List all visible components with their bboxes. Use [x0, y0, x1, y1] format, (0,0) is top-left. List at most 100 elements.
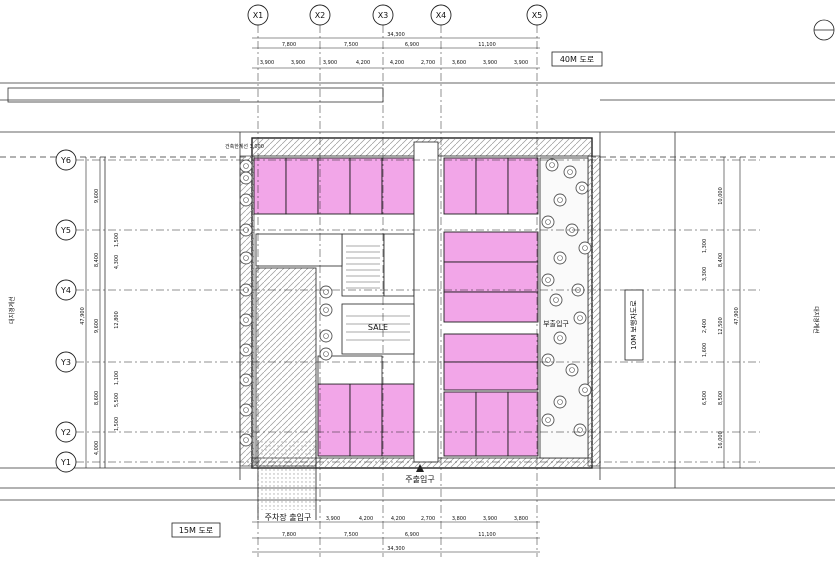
- tree-icon: [575, 181, 589, 195]
- grid-label-x: X3: [378, 11, 389, 20]
- retail-unit: [285, 157, 319, 215]
- retail-unit: [475, 391, 509, 457]
- tree-icon: [239, 343, 253, 357]
- tree-icon: [319, 303, 333, 317]
- dim-bottom-main: 7,500: [344, 532, 358, 538]
- grid-label-x: X2: [315, 11, 326, 20]
- dim-right-main: 8,500: [718, 391, 724, 405]
- tree-icon: [319, 285, 333, 299]
- dim-top-sub: 3,900: [260, 60, 274, 66]
- dim-left-main: 4,000: [94, 441, 100, 455]
- dim-right-sub: 6,500: [702, 391, 708, 405]
- dim-bottom-main: 7,800: [282, 532, 296, 538]
- dim-left-main: 9,600: [94, 319, 100, 333]
- dim-top-main: 7,500: [344, 42, 358, 48]
- dim-right-sub: 2,400: [702, 319, 708, 333]
- dim-top-sub: 3,900: [514, 60, 528, 66]
- dim-left-sub: 1,500: [114, 233, 120, 247]
- dim-right-total: 47,900: [734, 307, 740, 325]
- grid-label-y: Y3: [60, 358, 71, 367]
- main-entrance-label: 주출입구: [405, 474, 434, 484]
- grid-label-y: Y6: [60, 156, 71, 165]
- dim-right-sub: 1,300: [702, 239, 708, 253]
- dim-top-sub: 4,200: [356, 60, 370, 66]
- tree-icon: [239, 373, 253, 387]
- center-label: SALE: [368, 323, 388, 332]
- retail-unit: [443, 391, 477, 457]
- tree-icon: [239, 313, 253, 327]
- dim-top-main: 6,900: [405, 42, 419, 48]
- dim-right-sub: 3,300: [702, 267, 708, 281]
- tree-icon: [565, 363, 579, 377]
- parking-ramp: [255, 267, 317, 467]
- north-arrow-icon: [813, 19, 835, 41]
- road-bottom-box: [171, 522, 221, 538]
- tree-icon: [239, 403, 253, 417]
- dim-top-main: 7,800: [282, 42, 296, 48]
- retail-unit: [443, 261, 539, 293]
- retail-units: [253, 157, 539, 457]
- road-bottom-label: 15M 도로: [179, 526, 213, 535]
- boundary-left-label: 대지경계선: [8, 296, 16, 324]
- tree-icon: [541, 273, 555, 287]
- tree-icon: [319, 329, 333, 343]
- tree-icon: [553, 331, 567, 345]
- dim-left-sub: 1,500: [114, 417, 120, 431]
- tree-icon: [578, 241, 592, 255]
- parking-entrance-label: 주차장 출입구: [265, 512, 312, 522]
- dim-right-main: 16,000: [718, 431, 724, 449]
- grid-label-x: X4: [436, 11, 447, 20]
- retail-unit: [317, 383, 351, 457]
- grid-label-y: Y4: [60, 286, 71, 295]
- dim-top-sub: 3,600: [452, 60, 466, 66]
- retail-unit: [349, 157, 383, 215]
- dim-bottom-total: 34,300: [387, 546, 405, 552]
- entrance-arrow-icon: [416, 464, 424, 472]
- core-area: [255, 141, 439, 463]
- retail-unit: [507, 391, 539, 457]
- retail-unit: [317, 157, 351, 215]
- dim-left-sub: 5,500: [114, 393, 120, 407]
- retail-unit: [381, 157, 415, 215]
- retail-unit: [253, 157, 287, 215]
- dim-bottom-main: 6,900: [405, 532, 419, 538]
- tree-icon: [239, 251, 253, 265]
- boundary-right-label: 대지경계선: [812, 306, 820, 334]
- dim-bottom-sub: 3,900: [483, 516, 497, 522]
- dim-bottom-sub: 2,700: [421, 516, 435, 522]
- landscape-strip: [539, 157, 589, 459]
- retail-unit: [507, 157, 539, 215]
- dim-right-sub: 1,600: [702, 343, 708, 357]
- stair-lines: [346, 245, 410, 341]
- grid-label-x: X1: [253, 11, 264, 20]
- retail-unit: [381, 383, 415, 457]
- corner-note: 건축한계선 3,000: [225, 143, 264, 150]
- dim-top-total: 34,300: [387, 32, 405, 38]
- dim-left-sub: 4,300: [114, 255, 120, 269]
- tree-icon: [563, 165, 577, 179]
- tree-icon: [239, 193, 253, 207]
- tree-icon: [573, 423, 587, 437]
- retail-unit: [443, 157, 477, 215]
- retail-unit: [349, 383, 383, 457]
- tree-icon: [239, 159, 253, 173]
- grid-label-y: Y5: [60, 226, 71, 235]
- dim-left-main: 8,400: [94, 253, 100, 267]
- road-right-label: 10M 보행자도로: [629, 300, 638, 350]
- retail-unit: [443, 361, 539, 391]
- grid-label-y: Y2: [60, 428, 71, 437]
- dim-right-main: 8,400: [718, 253, 724, 267]
- dim-top-sub: 4,200: [390, 60, 404, 66]
- dim-left-sub: 12,800: [114, 311, 120, 329]
- dim-top-sub: 2,700: [421, 60, 435, 66]
- dim-bottom-sub: 3,900: [326, 516, 340, 522]
- road-top-box: [551, 51, 603, 67]
- tree-icon: [553, 193, 567, 207]
- tree-icon: [541, 215, 555, 229]
- tree-icon: [319, 347, 333, 361]
- retail-unit: [443, 231, 539, 263]
- tree-icon: [553, 251, 567, 265]
- dim-top-sub: 3,900: [323, 60, 337, 66]
